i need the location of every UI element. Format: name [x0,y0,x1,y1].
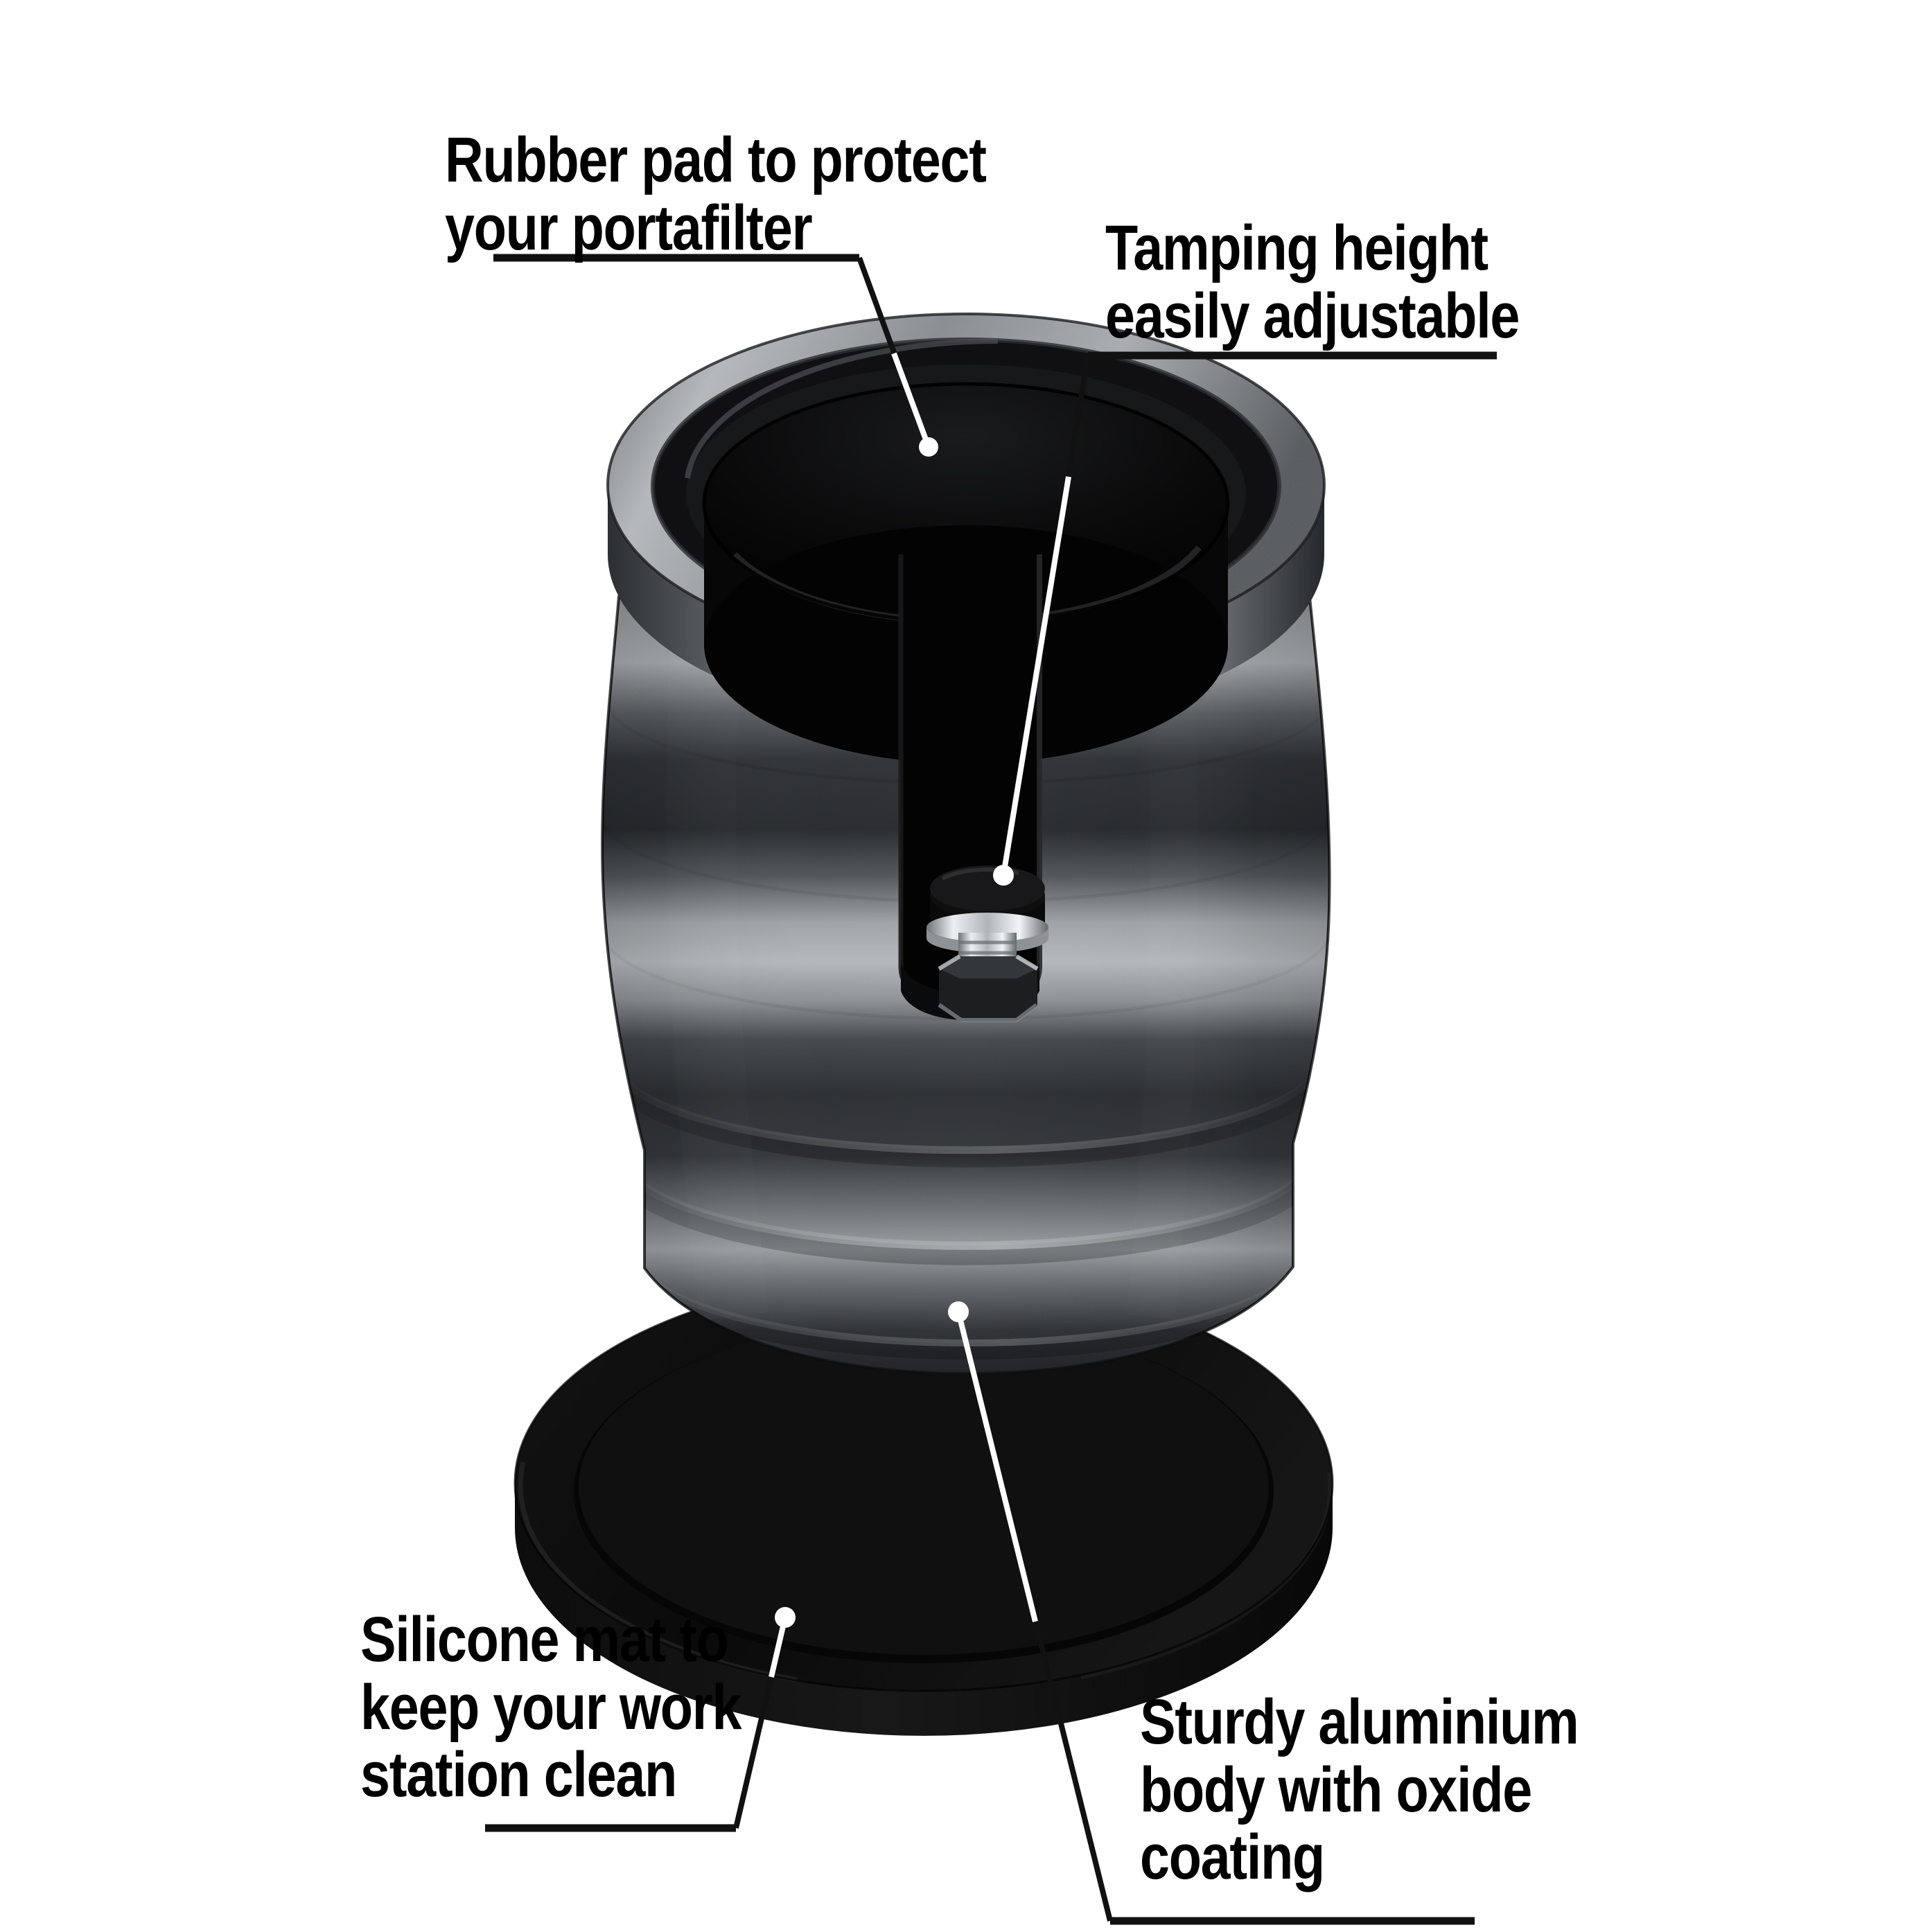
leader-dot [948,1301,969,1322]
callout-sturdy-aluminium-text: Sturdy aluminium body with oxide coating [1140,1687,1579,1893]
leader-dot [775,1607,796,1628]
callout-tamping-height-text: Tamping height easily adjustable [1105,213,1520,351]
top-rim [606,313,1326,764]
chrome-washer [927,913,1048,953]
callout-silicone-mat-text: Silicone mat to keep your work station c… [360,1604,742,1811]
leader-sturdy-aluminium [948,1301,1475,1925]
leader-dot [993,865,1014,886]
hex-nut [938,954,1039,1022]
silicone-mat [513,1274,1334,1736]
leader-silicone-mat [485,1607,796,1832]
leader-dot [919,437,938,457]
adjustment-screw[interactable] [927,866,1048,1022]
callout-rubber-pad-text: Rubber pad to protect your portafilter [445,125,987,263]
leader-rubber-pad [493,254,938,457]
leader-tamping-height [993,351,1497,886]
